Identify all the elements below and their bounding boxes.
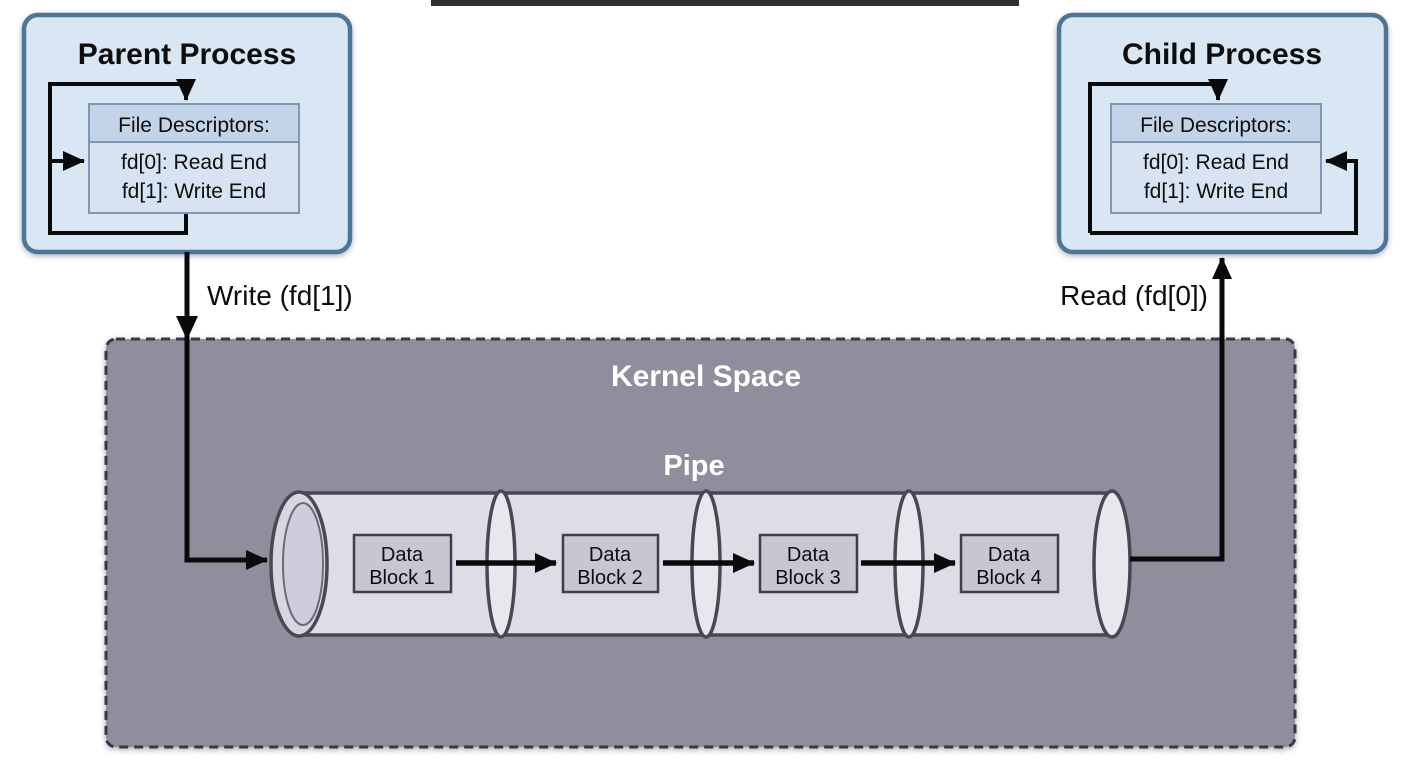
- parent-fd-header: File Descriptors:: [118, 114, 270, 137]
- child-fd-pointer-arrow: [1090, 151, 1358, 235]
- data-block-line1: Data: [787, 544, 830, 566]
- data-block-line1: Data: [381, 544, 424, 566]
- parent-process-title: Parent Process: [78, 38, 296, 71]
- write-kernel-entry-arrowhead: [176, 316, 198, 340]
- data-block-4: Data Block 4: [959, 533, 1060, 594]
- child-process-title: Child Process: [1122, 38, 1322, 71]
- pipe-label: Pipe: [663, 450, 724, 482]
- data-block-line2: Block 1: [369, 567, 435, 589]
- data-block-rect: [758, 533, 859, 594]
- read-edge-label: Read (fd[0]): [1060, 280, 1208, 311]
- data-block-rect: [352, 533, 453, 594]
- write-flow-line: [184, 252, 268, 570]
- child-fd-header-rect: [1110, 103, 1322, 143]
- data-block-rect: [959, 533, 1060, 594]
- data-block-3: Data Block 3: [758, 533, 859, 594]
- data-block-line1: Data: [589, 544, 632, 566]
- flow-arrows: Write (fd[1]) Read (fd[0]): [176, 252, 1232, 570]
- data-block-1: Data Block 1: [352, 533, 453, 594]
- pipe-left-cap-rim: [282, 502, 324, 626]
- data-block-line2: Block 3: [775, 567, 841, 589]
- parent-fd-body-rect: [88, 141, 300, 214]
- parent-fd1: fd[1]: Write End: [122, 180, 266, 203]
- parent-fd0: fd[0]: Read End: [121, 151, 267, 174]
- kernel-space-title: Kernel Space: [611, 360, 801, 393]
- cropped-top-bar: [431, 0, 1019, 6]
- pipe-right-cap: [1092, 489, 1132, 639]
- child-fd-body-rect: [1110, 141, 1322, 214]
- parent-loop-arrow: [48, 79, 196, 235]
- parent-process-box: Parent Process File Descriptors: fd[0]: …: [21, 12, 353, 255]
- write-edge-label: Write (fd[1]): [207, 280, 353, 311]
- data-block-line2: Block 2: [577, 567, 643, 589]
- child-fd0: fd[0]: Read End: [1143, 151, 1289, 174]
- child-loop-top-arrow: [1088, 79, 1228, 233]
- parent-fd-header-rect: [88, 103, 300, 143]
- child-fd-header: File Descriptors:: [1140, 114, 1292, 137]
- child-fd1: fd[1]: Write End: [1144, 180, 1288, 203]
- data-block-2: Data Block 2: [561, 533, 660, 594]
- child-process-box: Child Process File Descriptors: fd[0]: R…: [1056, 12, 1389, 255]
- data-block-rect: [561, 533, 660, 594]
- data-block-line1: Data: [988, 544, 1031, 566]
- pipe-cylinder: Data Block 1 Data Block 2 Data Block 3 D…: [269, 489, 1132, 639]
- data-block-line2: Block 4: [976, 567, 1042, 589]
- read-flow-line: [1130, 257, 1232, 562]
